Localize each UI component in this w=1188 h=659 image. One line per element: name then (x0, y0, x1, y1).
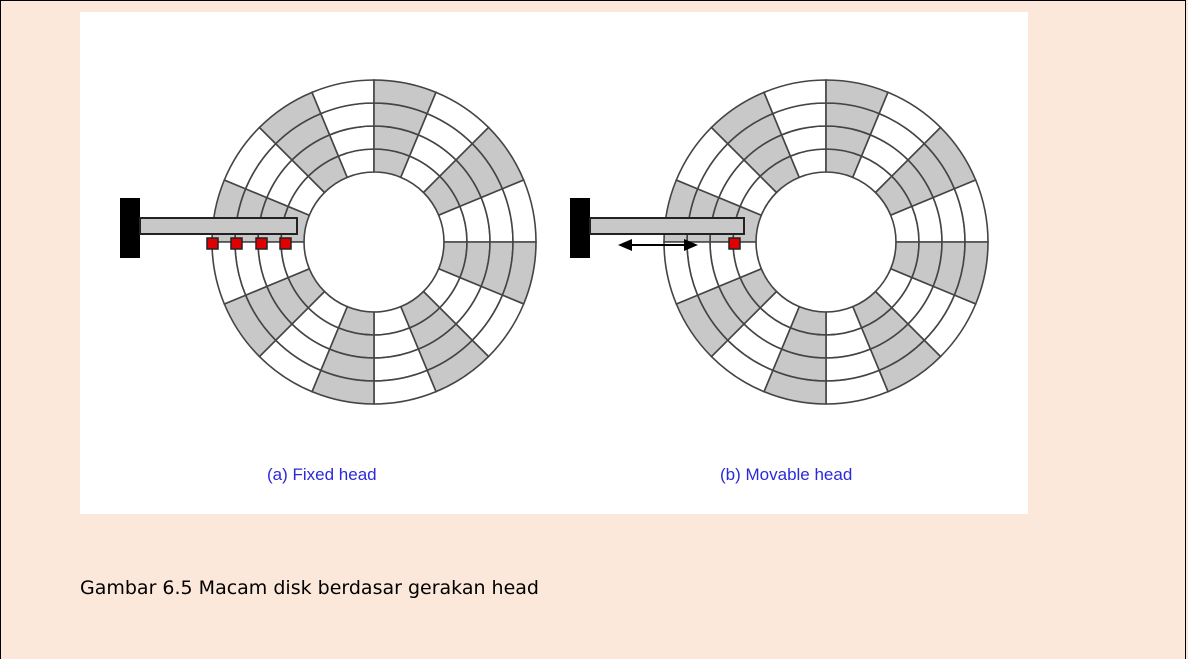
fixed-disk (211, 79, 537, 405)
fixed-sector (223, 126, 277, 190)
movable-sector (762, 369, 827, 405)
fixed-sector (426, 339, 490, 393)
fixed-sector (310, 79, 375, 115)
movable-sector (825, 79, 890, 115)
fixed-head (255, 237, 268, 250)
movable-sector (710, 91, 774, 145)
fixed-head (206, 237, 219, 250)
movable-sector (663, 241, 699, 306)
movable-sector (953, 241, 989, 306)
fixed-sector (258, 91, 322, 145)
fixed-sector (373, 369, 438, 405)
label-movable-head: (b) Movable head (720, 465, 853, 484)
movable-mount (570, 198, 590, 258)
label-fixed-head: (a) Fixed head (267, 465, 377, 484)
movable-sector (825, 369, 890, 405)
movable-sector (923, 126, 977, 190)
fixed-mount (120, 198, 140, 258)
fixed-sector (373, 79, 438, 115)
movement-arrow-left-head (618, 239, 632, 251)
fixed-sector (501, 178, 537, 243)
fixed-head (279, 237, 292, 250)
movable-head (728, 237, 741, 250)
fixed-head (230, 237, 243, 250)
movable-disk (663, 79, 989, 405)
disk-diagram (120, 79, 989, 405)
movable-sector (675, 126, 729, 190)
movable-sector (675, 294, 729, 358)
fixed-sector (258, 339, 322, 393)
figure-caption: Gambar 6.5 Macam disk berdasar gerakan h… (80, 577, 539, 599)
fixed-sector (310, 369, 375, 405)
fixed-arm (139, 217, 298, 235)
fixed-sector (471, 294, 525, 358)
movable-sector (762, 79, 827, 115)
movable-sector (953, 178, 989, 243)
movement-arrow-right-head (684, 239, 698, 251)
movable-sector (878, 91, 942, 145)
fixed-sector (501, 241, 537, 306)
disk-figure: (a) Fixed head (b) Movable head (80, 12, 1028, 514)
movable-sector (878, 339, 942, 393)
fixed-sector (426, 91, 490, 145)
fixed-sector (471, 126, 525, 190)
movable-sector (710, 339, 774, 393)
movable-arm (589, 217, 745, 235)
fixed-sector (211, 241, 247, 306)
movable-sector (923, 294, 977, 358)
fixed-sector (223, 294, 277, 358)
